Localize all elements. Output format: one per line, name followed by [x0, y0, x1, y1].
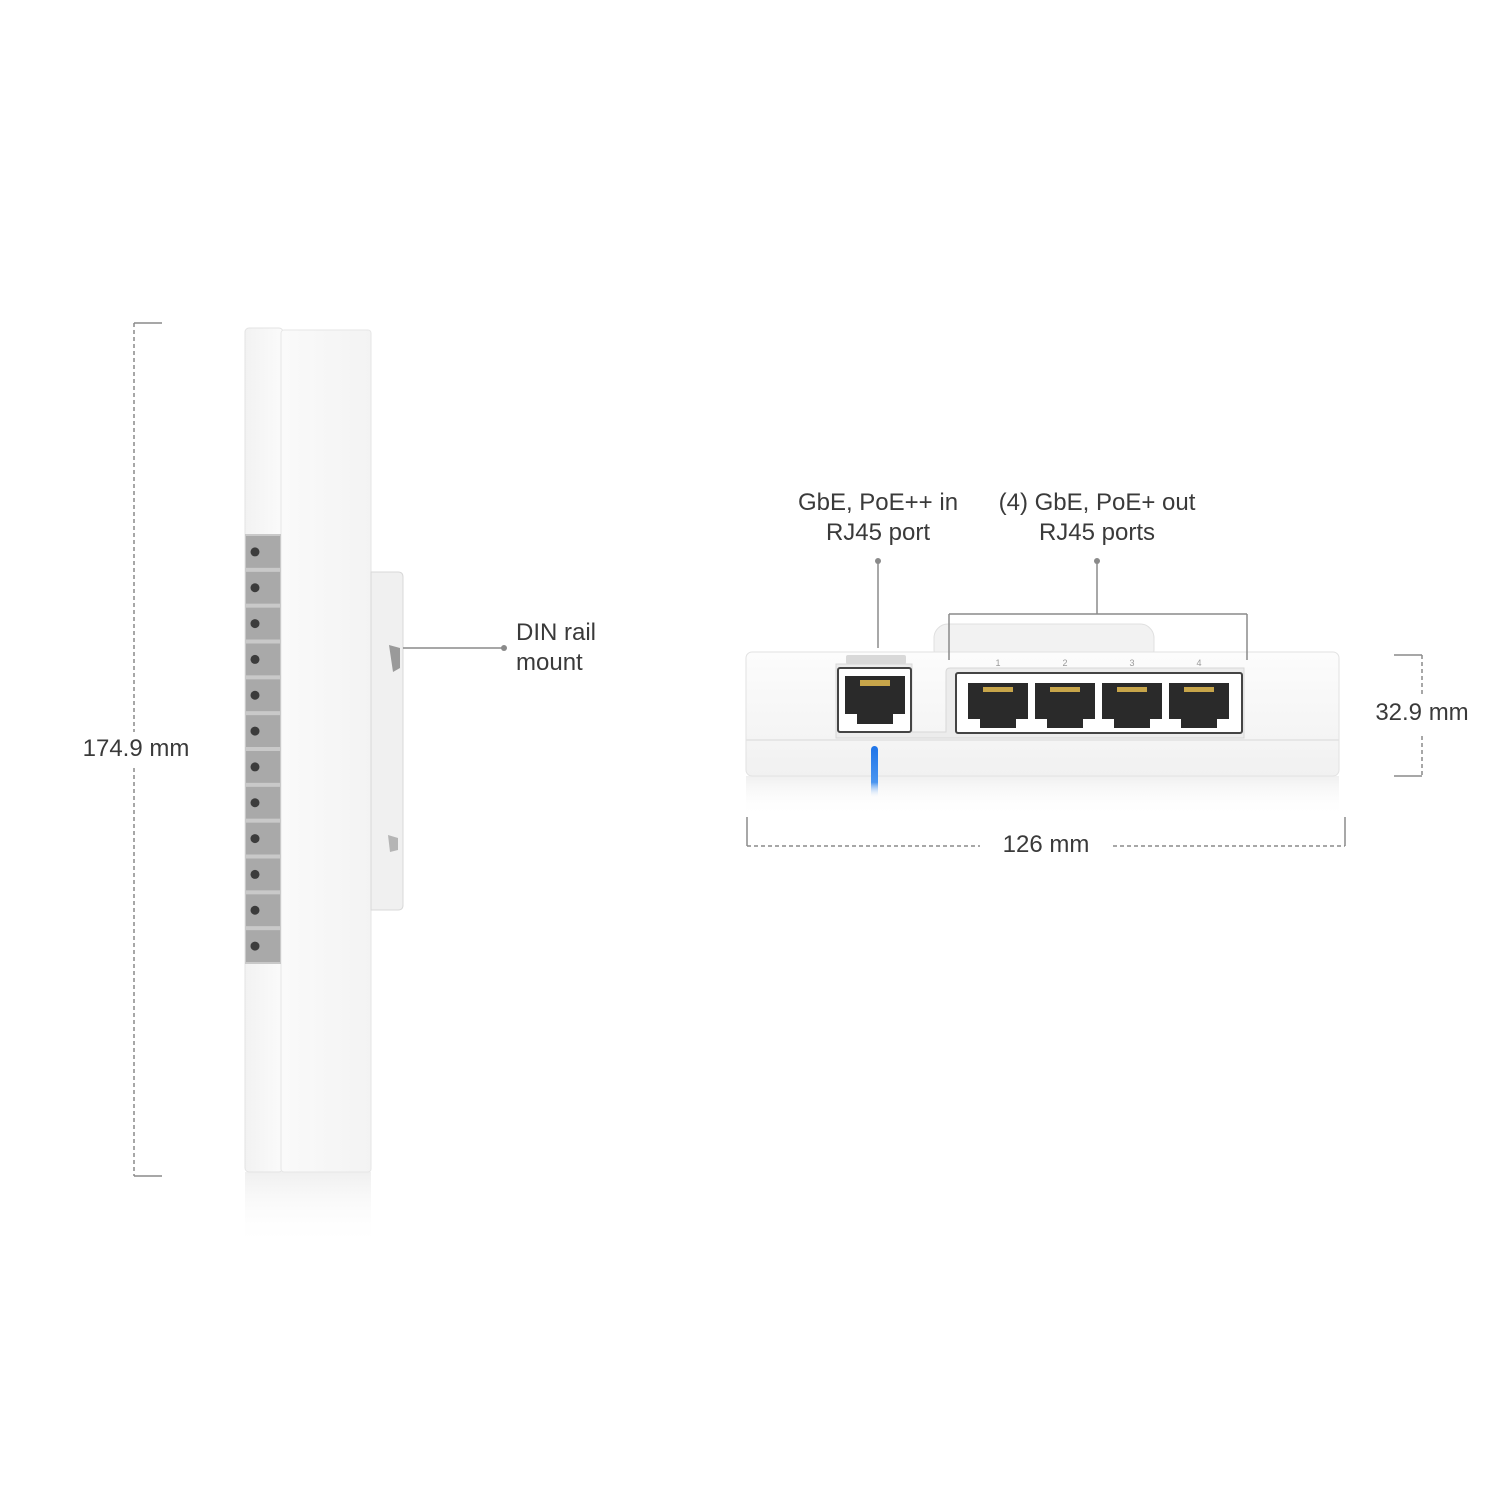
din-rail-clip-top: [389, 645, 400, 672]
poe-out-port: [1035, 683, 1095, 728]
poe-in-port-pins: [860, 680, 890, 686]
vent-screw: [250, 905, 260, 915]
height-dimension-label: 174.9 mm: [82, 735, 190, 762]
width-dimension-line: [746, 817, 1346, 847]
poe-out-ports: 1 2 3 4: [968, 658, 1229, 728]
status-led: [871, 746, 878, 798]
port-number-label: 1: [995, 658, 1000, 668]
height-dimension-line: [133, 322, 162, 1177]
poe-in-callout-line2: RJ45 port: [825, 519, 931, 546]
front-reflection: [746, 776, 1339, 816]
vent-screw: [250, 654, 260, 664]
poe-out-port-pins: [1184, 687, 1214, 692]
poe-out-port: [1102, 683, 1162, 728]
vent-screw: [250, 547, 260, 557]
vent-screw: [250, 726, 260, 736]
din-rail-callout-line2: mount: [516, 649, 583, 676]
poe-out-port-pins: [1050, 687, 1080, 692]
port-number-label: 3: [1129, 658, 1134, 668]
poe-in-callout: GbE, PoE++ in RJ45 port: [778, 488, 978, 548]
vent-screw: [250, 619, 260, 629]
depth-dimension-line: [1394, 654, 1423, 777]
poe-out-leader: [948, 558, 1248, 660]
port-number-label: 4: [1196, 658, 1201, 668]
vent-screw: [250, 798, 260, 808]
poe-in-callout-line1: GbE, PoE++ in: [797, 489, 959, 516]
front-view-device: 1 2 3 4: [745, 623, 1340, 816]
din-rail-callout-line1: DIN rail: [516, 619, 597, 646]
port-number-label: 2: [1062, 658, 1067, 668]
poe-in-port-socket: [845, 676, 905, 724]
poe-out-callout-line1: (4) GbE, PoE+ out: [998, 489, 1196, 516]
vent-screw: [250, 690, 260, 700]
vent-screw: [250, 869, 260, 879]
poe-out-port-pins: [983, 687, 1013, 692]
din-rail-clip-bottom: [388, 835, 398, 852]
vent-screw: [250, 834, 260, 844]
side-view-device: [244, 327, 404, 1247]
din-rail-bracket: [370, 571, 404, 911]
poe-out-port: [968, 683, 1028, 728]
width-dimension-label: 126 mm: [1002, 831, 1090, 858]
vent-screw: [250, 762, 260, 772]
poe-out-callout: (4) GbE, PoE+ out RJ45 ports: [977, 488, 1217, 548]
din-rail-callout: DIN rail mount: [516, 618, 596, 678]
side-vent-grille: [245, 534, 281, 964]
poe-in-leader: [875, 558, 881, 648]
din-rail-leader: [403, 645, 507, 651]
side-reflection: [245, 1172, 371, 1247]
poe-out-port-pins: [1117, 687, 1147, 692]
uplink-label-strip: [846, 655, 906, 664]
vent-screw: [250, 941, 260, 951]
side-front-shell: [280, 329, 372, 1173]
poe-out-port: [1169, 683, 1229, 728]
poe-out-callout-line2: RJ45 ports: [1038, 519, 1156, 546]
vent-slots: [246, 536, 280, 962]
depth-dimension-label: 32.9 mm: [1375, 699, 1469, 726]
vent-screw: [250, 583, 260, 593]
